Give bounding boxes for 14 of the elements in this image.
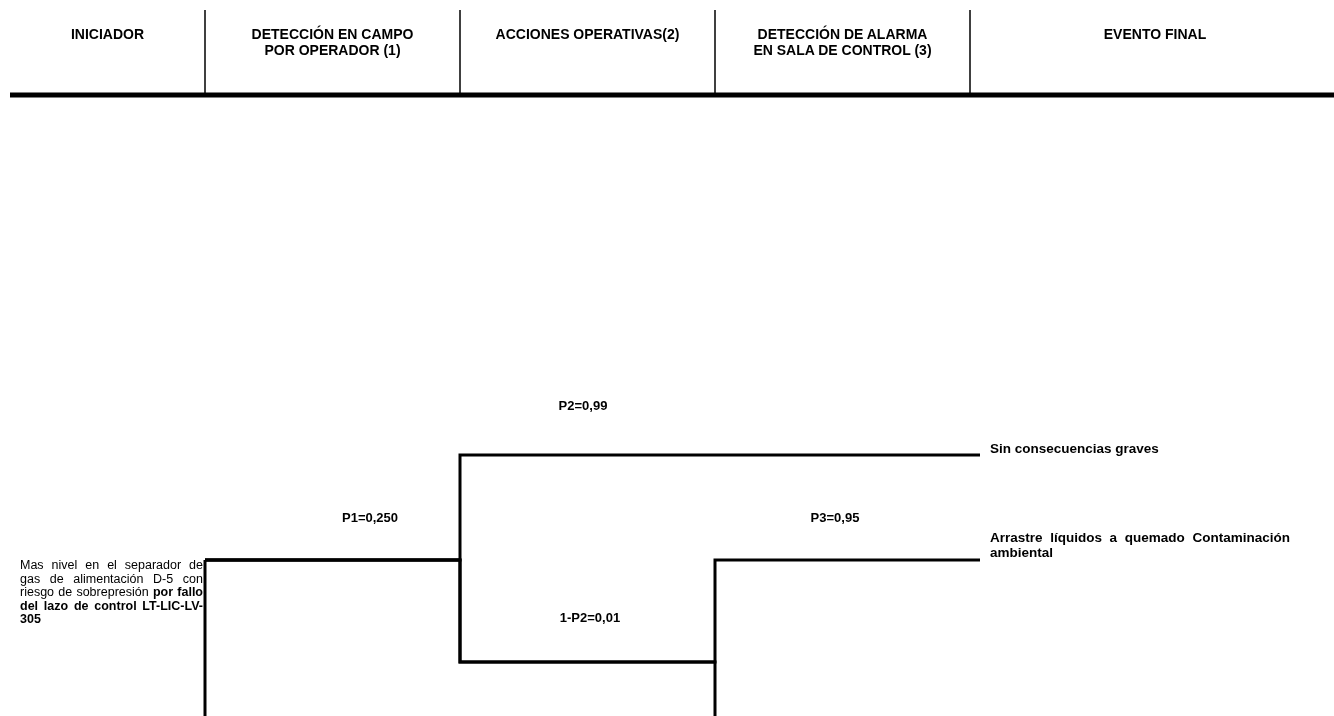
final-event-text: Arrastre líquidos a quemado Contaminación ambiental [990,530,1290,560]
column-header: INICIADOR [69,26,146,42]
initiating-event-text: Mas nivel en el separador de gas de alimentación D-5 con riesgo de sobrepresión por fallo del lazo de control LT-LIC-LV-305 [20,559,203,627]
event-tree-branch [203,560,207,716]
column-header: EVENTO FINAL [1102,26,1208,42]
probability-label: P1=0,250 [341,510,399,525]
final-event-text: Sin consecuencias graves [990,441,1290,456]
column-header: DETECCIÓN DE ALARMA EN SALA DE CONTROL (3) [752,26,933,58]
column-header: ACCIONES OPERATIVAS(2) [495,26,680,42]
column-header: DETECCIÓN EN CAMPO POR OPERADOR (1) [250,26,415,58]
event-tree-branch [205,558,717,716]
probability-label: P3=0,95 [809,510,861,525]
probability-label: 1-P2=0,01 [558,610,622,625]
probability-label: P2=0,99 [557,398,609,413]
